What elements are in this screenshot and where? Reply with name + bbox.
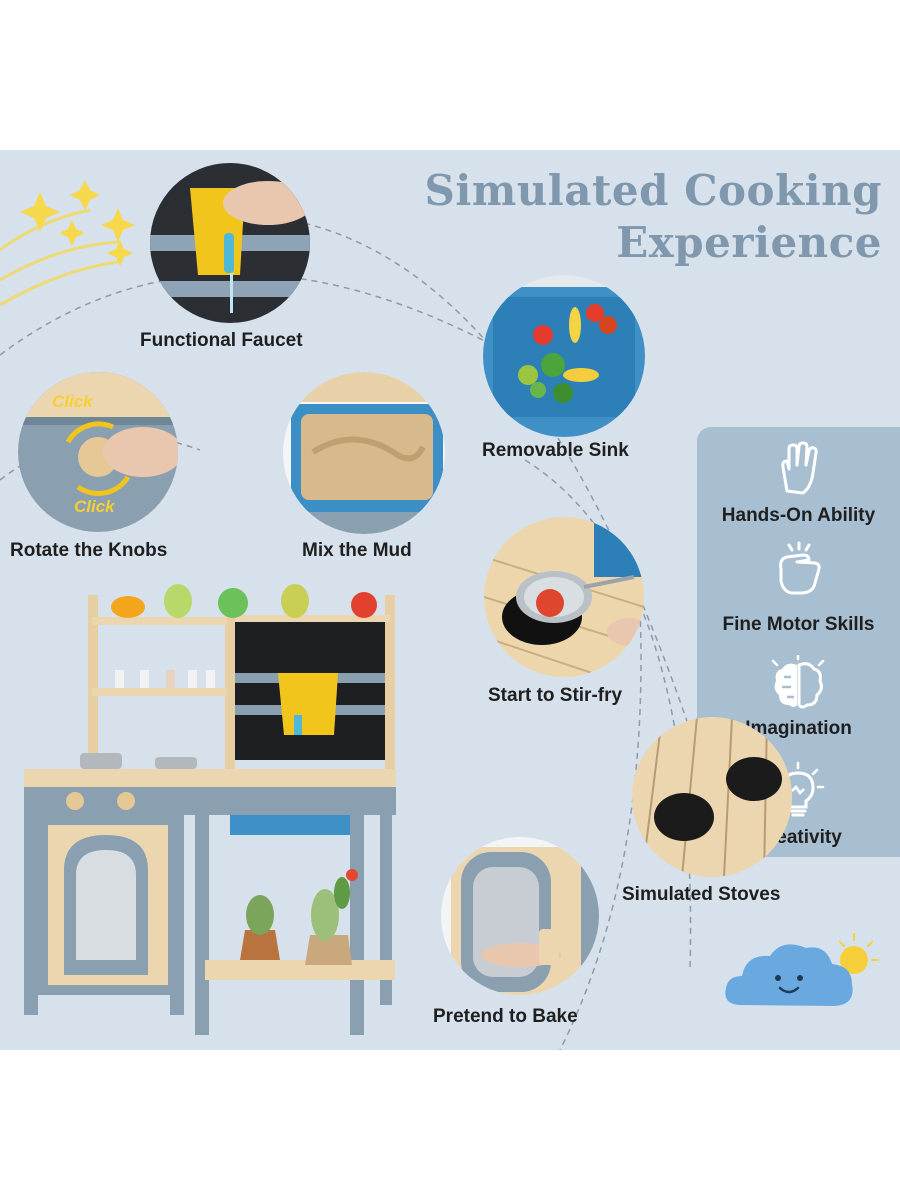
caption-mud: Mix the Mud: [302, 540, 412, 561]
knob-click-label-bottom: Click: [74, 497, 115, 516]
faucet-photo: [150, 163, 310, 323]
product-feature-panel: Simulated Cooking Experience Functional …: [0, 150, 900, 1050]
sink-photo: [483, 275, 645, 437]
caption-bake: Pretend to Bake: [433, 1006, 578, 1027]
feature-label-hands-on: Hands-On Ability: [721, 505, 876, 526]
caption-knobs: Rotate the Knobs: [10, 540, 168, 561]
caption-sink: Removable Sink: [482, 440, 629, 461]
knob-click-label-top: Click: [52, 392, 93, 411]
stars-decoration: [20, 180, 135, 266]
hand-icon: [781, 441, 818, 495]
heading-line-2: Experience: [616, 218, 882, 267]
mud-photo: [283, 372, 445, 534]
feature-label-fine-motor: Fine Motor Skills: [722, 614, 875, 635]
stoves-photo: [632, 717, 792, 877]
bake-photo: [441, 837, 599, 995]
pinch-hand-icon: [779, 541, 821, 595]
knobs-photo: Click Click: [18, 372, 178, 532]
feature-label-imagination: Imagination: [745, 718, 852, 739]
stirfry-photo: [484, 517, 644, 677]
caption-stirfry: Start to Stir-fry: [488, 685, 623, 706]
caption-faucet: Functional Faucet: [140, 330, 303, 351]
caption-stoves: Simulated Stoves: [622, 884, 781, 905]
brain-icon: [771, 655, 825, 709]
mud-kitchen-product: [24, 584, 396, 1035]
smiling-cloud-decoration: [725, 933, 879, 1006]
heading-line-1: Simulated Cooking: [424, 166, 882, 215]
